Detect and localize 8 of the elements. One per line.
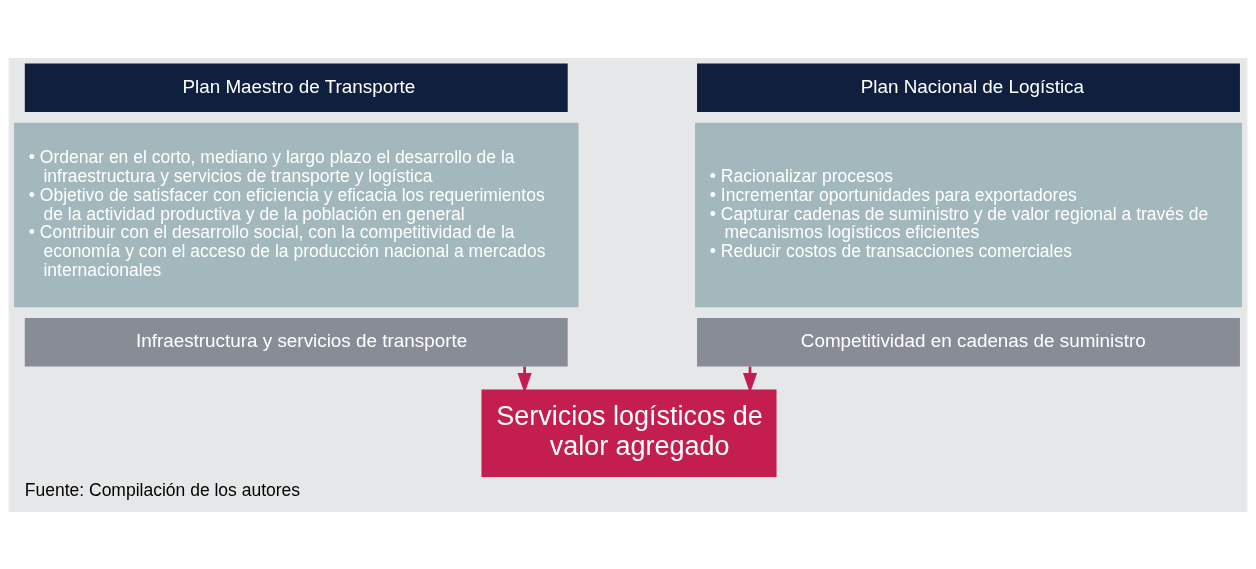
caption: Fuente: Compilación de los autores <box>24 479 301 500</box>
node-box: • Ordenar en el corto, mediano y largo plazo el desarrollo de la infraestructura y servicios de transporte y logística • Objetivo de satisfacer con eficiencia y eficacia los requerimientos de la actividad productiva y de la población en general • Contribuir con el desarrollo social, con la competitividad de la economía y con el acceso de la producción nacional a mercados internacionales <box>14 122 579 307</box>
node-box: • Racionalizar procesos • Incrementar oportunidades para exportadores • Capturar cadenas de suministro y de valor regional a través de mecanismos logísticos eficientes • Reducir costos de transacciones comerciales <box>695 122 1242 307</box>
node-box: Plan Nacional de Logística <box>697 62 1240 112</box>
node-box: Competitividad en cadenas de suministro <box>697 317 1240 366</box>
node-box: Plan Maestro de Transporte <box>24 62 568 112</box>
node-box: Infraestructura y servicios de transporte <box>24 317 568 366</box>
node-box: Servicios logísticos de valor agregado <box>481 388 777 477</box>
